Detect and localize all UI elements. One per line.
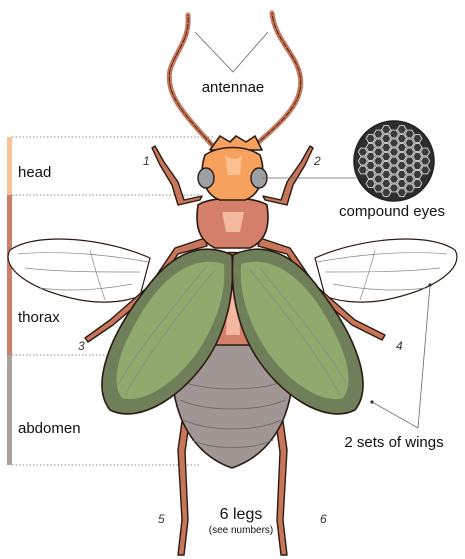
leg-number-1: 1	[143, 154, 150, 168]
ommatidium	[382, 162, 391, 170]
leg-number-4: 4	[396, 339, 403, 353]
ommatidium	[374, 184, 383, 192]
ommatidium	[382, 189, 391, 197]
ommatidium	[413, 153, 422, 161]
ommatidium	[421, 166, 430, 174]
wing-pointer-dot-1	[428, 283, 431, 286]
ommatidium	[413, 180, 422, 188]
wing-pointer-dot-2	[370, 400, 373, 403]
head-label: head	[18, 164, 51, 181]
ommatidium	[358, 157, 367, 165]
ommatidium	[366, 144, 375, 152]
ommatidium	[397, 180, 406, 188]
ommatidium	[366, 171, 375, 179]
ommatidium	[374, 148, 383, 156]
ommatidium	[413, 135, 422, 143]
ommatidium	[366, 180, 375, 188]
ommatidium	[382, 171, 391, 179]
ommatidium	[413, 144, 422, 152]
ommatidium	[405, 148, 414, 156]
ommatidium	[366, 162, 375, 170]
ommatidium	[405, 175, 414, 183]
thorax-band	[7, 195, 12, 355]
ommatidium	[413, 162, 422, 170]
leg-2	[263, 146, 313, 205]
ommatidium	[358, 148, 367, 156]
antennae-label: antennae	[202, 79, 265, 96]
ommatidium	[397, 162, 406, 170]
ommatidium	[405, 157, 414, 165]
leg-number-5: 5	[158, 512, 165, 526]
ommatidium	[382, 135, 391, 143]
ommatidium	[366, 153, 375, 161]
legs-note: (see numbers)	[209, 525, 273, 536]
ommatidium	[382, 180, 391, 188]
ommatidium	[390, 166, 399, 174]
ommatidium	[397, 189, 406, 197]
ommatidium	[382, 144, 391, 152]
hind-wing-right	[315, 239, 457, 302]
ommatidium	[405, 139, 414, 147]
legs-label: 6 legs	[220, 506, 263, 523]
ommatidium	[382, 153, 391, 161]
ommatidium	[390, 139, 399, 147]
antennae-pointer	[195, 32, 268, 72]
ommatidium	[397, 171, 406, 179]
ommatidium	[397, 126, 406, 134]
ommatidium	[382, 126, 391, 134]
wings-pointer	[372, 285, 430, 428]
head	[198, 136, 267, 200]
ommatidium	[358, 166, 367, 174]
ommatidium	[366, 135, 375, 143]
ommatidium	[397, 153, 406, 161]
ommatidium	[390, 148, 399, 156]
ommatidium	[374, 139, 383, 147]
leg-number-3: 3	[78, 339, 85, 353]
ommatidium	[374, 130, 383, 138]
ommatidium	[421, 157, 430, 165]
thorax-label: thorax	[18, 309, 60, 326]
ommatidium	[374, 166, 383, 174]
compound-eye-left	[198, 168, 214, 188]
ommatidium	[390, 175, 399, 183]
ommatidium	[405, 130, 414, 138]
compound-eyes-label: compound eyes	[339, 203, 445, 220]
abdomen-band	[7, 355, 12, 465]
leg-number-6: 6	[320, 512, 327, 526]
ommatidium	[390, 184, 399, 192]
ommatidium	[390, 157, 399, 165]
ommatidium	[413, 171, 422, 179]
compound-eye-zoom	[354, 121, 434, 201]
leg-1	[152, 146, 202, 205]
ommatidium	[397, 135, 406, 143]
ommatidium	[405, 166, 414, 174]
leg-number-2: 2	[313, 154, 321, 168]
wings-label: 2 sets of wings	[344, 434, 443, 451]
hind-wing-left	[8, 239, 150, 302]
abdomen-label: abdomen	[18, 420, 81, 437]
ommatidium	[405, 184, 414, 192]
ommatidium	[390, 130, 399, 138]
ommatidium	[397, 144, 406, 152]
head-band	[7, 137, 12, 195]
ommatidium	[374, 157, 383, 165]
ommatidium	[421, 148, 430, 156]
ommatidium	[374, 175, 383, 183]
